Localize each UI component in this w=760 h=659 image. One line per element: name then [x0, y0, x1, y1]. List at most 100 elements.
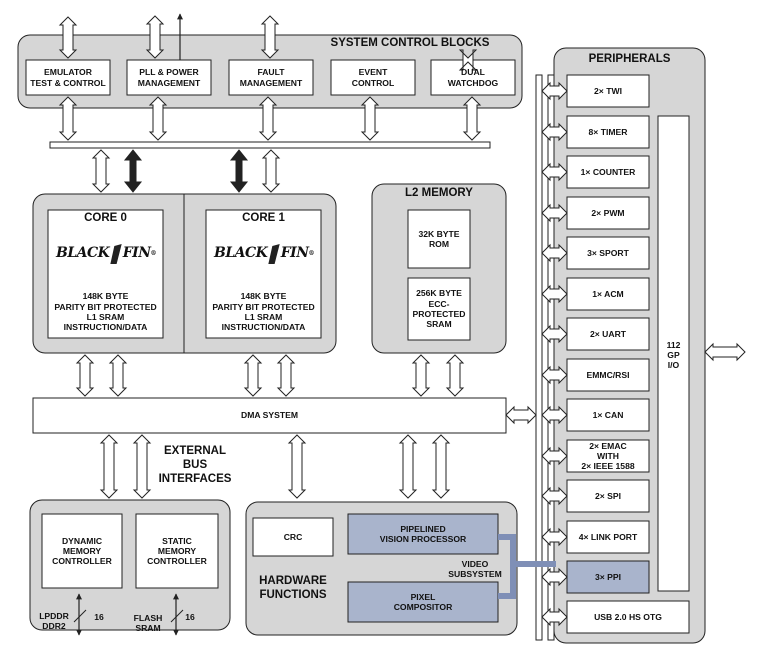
pixel-compositor-box — [347, 581, 499, 623]
l2-rom-label: 32K BYTE ROM — [418, 228, 460, 249]
bidirectional-arrow — [276, 354, 296, 397]
system-control-block-3 — [330, 59, 416, 96]
peripheral-box-1 — [566, 115, 650, 149]
bidirectional-arrow — [445, 354, 465, 397]
pixel-compositor-label: PIXEL COMPOSITOR — [393, 591, 453, 612]
system-control-title: SYSTEM CONTROL BLOCKS — [330, 37, 490, 50]
peripheral-label: 2× EMAC WITH 2× IEEE 1588 — [581, 440, 635, 472]
system-control-bus — [49, 141, 491, 149]
bidirectional-arrow — [75, 354, 95, 397]
core-0-box — [47, 209, 164, 339]
system-control-block-label: DUAL WATCHDOG — [447, 67, 499, 88]
peripheral-label: EMMC/RSI — [586, 369, 630, 380]
dma-system-bar — [32, 397, 507, 434]
peripheral-bus-left — [535, 74, 543, 641]
hardware-functions-title: HARDWARE FUNCTIONS — [259, 575, 327, 601]
bidirectional-arrow — [145, 15, 165, 59]
peripheral-label: 1× CAN — [592, 409, 624, 420]
bidirectional-arrow — [541, 365, 568, 385]
bidirectional-arrow — [541, 162, 568, 182]
pvp-box — [347, 513, 499, 555]
lpddr-label: LPDDR DDR2 — [39, 610, 69, 631]
video-subsystem-bus — [498, 534, 556, 599]
dma-system-label: DMA SYSTEM — [241, 410, 298, 421]
gpio-box — [657, 115, 690, 592]
lpddr-width: 16 — [94, 611, 104, 622]
peripheral-box-6 — [566, 317, 650, 351]
video-subsystem-label: VIDEO SUBSYSTEM — [448, 558, 502, 579]
peripheral-box-9 — [566, 439, 650, 473]
peripheral-label: 2× TWI — [594, 85, 622, 96]
core-1-box — [205, 209, 322, 339]
peripheral-box-12 — [566, 560, 650, 594]
system-control-block-0 — [25, 59, 111, 96]
bidirectional-arrow — [398, 434, 418, 499]
peripheral-bus-right — [547, 74, 555, 641]
system-control-block-label: EVENT CONTROL — [351, 67, 395, 88]
bidirectional-arrow — [148, 96, 168, 141]
bidirectional-arrow — [541, 81, 568, 101]
bidirectional-arrow — [541, 607, 568, 627]
peripheral-label: 3× SPORT — [587, 247, 629, 258]
peripheral-label: 2× UART — [589, 328, 627, 339]
static-memory-controller-label: STATIC MEMORY CONTROLLER — [147, 535, 207, 567]
core-1-title: CORE 1 — [242, 212, 285, 225]
bidirectional-arrow — [360, 96, 380, 141]
bidirectional-arrow — [58, 96, 78, 141]
bidirectional-arrow — [458, 49, 478, 71]
bidirectional-arrow — [108, 354, 128, 397]
bidirectional-arrow — [462, 96, 482, 141]
bidirectional-arrow — [287, 434, 307, 499]
peripheral-label: 3× PPI — [594, 571, 622, 582]
crc-label: CRC — [283, 531, 303, 542]
bidirectional-arrow — [132, 434, 152, 499]
bidirectional-arrow — [541, 567, 568, 587]
peripheral-label: USB 2.0 HS OTG — [594, 611, 662, 622]
peripherals-title: PERIPHERALS — [588, 53, 671, 66]
solid-bidirectional-arrow — [123, 149, 143, 193]
bus-width-slash — [170, 609, 184, 623]
l2-sram-box — [407, 277, 471, 341]
flash-label: FLASH SRAM — [133, 612, 163, 633]
l2-rom-box — [407, 209, 471, 269]
bidirectional-arrow — [541, 284, 568, 304]
peripheral-box-0 — [566, 74, 650, 108]
peripheral-box-2 — [566, 155, 650, 189]
peripheral-label: 1× ACM — [592, 288, 624, 299]
peripheral-label: 2× SPI — [594, 490, 622, 501]
bidirectional-arrow — [91, 149, 111, 193]
bidirectional-arrow — [541, 527, 568, 547]
bidirectional-arrow — [260, 15, 280, 59]
bidirectional-arrow — [99, 434, 119, 499]
bidirectional-arrow — [431, 434, 451, 499]
system-control-block-label: PLL & POWER MANAGEMENT — [137, 67, 201, 88]
peripheral-label: 1× COUNTER — [580, 166, 636, 177]
core-0-memory: 148K BYTE PARITY BIT PROTECTED L1 SRAM I… — [54, 291, 157, 333]
bidirectional-arrow — [243, 354, 263, 397]
system-control-block-label: EMULATOR TEST & CONTROL — [30, 67, 106, 88]
dynamic-memory-controller-box — [41, 513, 123, 589]
bidirectional-arrow — [541, 324, 568, 344]
system-control-block-1 — [126, 59, 212, 96]
bidirectional-arrow — [505, 405, 537, 425]
crc-box — [252, 517, 334, 557]
bidirectional-arrow — [541, 243, 568, 263]
bidirectional-arrow — [541, 203, 568, 223]
peripheral-label: 2× PWM — [591, 207, 625, 218]
peripheral-label: 4× LINK PORT — [578, 531, 638, 542]
bidirectional-arrow — [261, 149, 281, 193]
l2-sram-label: 256K BYTE ECC- PROTECTED SRAM — [412, 288, 466, 330]
dynamic-memory-controller-label: DYNAMIC MEMORY CONTROLLER — [52, 535, 112, 567]
l2-memory-title: L2 MEMORY — [405, 187, 473, 200]
system-control-block-2 — [228, 59, 314, 96]
bus-width-slash — [73, 609, 87, 623]
gpio-label: 112 GP I/O — [666, 339, 681, 371]
system-control-block-label: FAULT MANAGEMENT — [239, 67, 303, 88]
peripheral-box-5 — [566, 277, 650, 311]
bidirectional-arrow — [704, 342, 746, 362]
bidirectional-arrow — [258, 96, 278, 141]
